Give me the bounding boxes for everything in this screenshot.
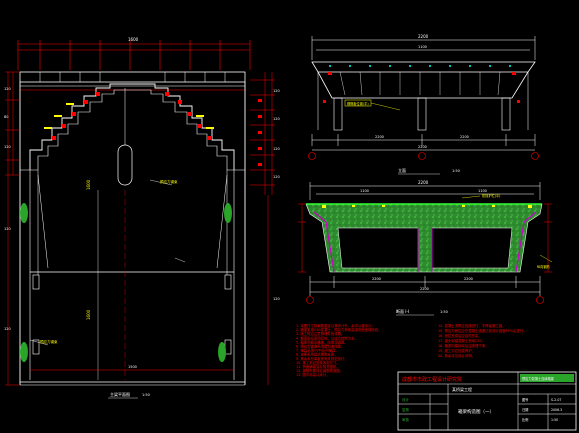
note-line: 1. 本图尺寸除钢筋直径以毫米计外，余均以厘米计。 (296, 323, 375, 328)
plan-bottom-dim: 1500 (128, 365, 137, 369)
plan-top-dim: 1600 (128, 37, 139, 42)
note-line: 2. 箱梁采用C50混凝土，预应力采用高强低松弛钢绞线。 (296, 327, 382, 332)
plan-left-dim-1: 120 (4, 87, 11, 91)
sect-bottom-dim-1: 2200 (372, 277, 381, 281)
plan-mid-dim-1: 1600 (86, 179, 91, 190)
note-line: 18. 箱梁内模拆除后应清理干净。 (438, 343, 489, 348)
sect-sub-dim-2: 1100 (478, 189, 487, 193)
sect-bottom-dim-2: 2200 (464, 277, 473, 281)
note-line: 17. 锚头封锚混凝土采用C50。 (438, 338, 485, 343)
note-line: 19. 施工中应加强养护。 (438, 348, 475, 353)
tb-right-label-3: 比例 (522, 417, 528, 422)
elev-top-dim: 2200 (418, 34, 429, 39)
plan-right-dim-4: 120 (273, 175, 280, 179)
note-line: 13. 图中标高以米计。 (296, 372, 330, 377)
sect-total-dim: 2200 (420, 287, 429, 291)
sect-left-callout: 纵向钢筋 (537, 264, 550, 269)
note-line: 11. 桥面铺装另见相关图纸。 (296, 364, 340, 369)
elevation-view: 2200 1100 横隔板位置(平) (308, 34, 539, 175)
plan-callout-2: 预应力钢束 (40, 339, 58, 344)
note-line: 8. 支座采用盆式橡胶支座。 (296, 352, 338, 357)
elev-sub-dim: 1100 (418, 45, 427, 49)
note-line: 14. 混凝土浇筑应连续进行，不得留施工缝。 (438, 323, 506, 328)
note-line: 5. 箱梁顶板设横坡，由墩顶调整。 (296, 339, 348, 344)
note-line: 15. 预应力张拉应在混凝土强度达到设计强度85%后进行。 (438, 328, 527, 333)
tb-right-val-2: 2006.3 (551, 408, 562, 412)
tb-company: 成都市市政工程设计研究院 (402, 376, 462, 383)
tb-right-label-2: 日期 (522, 407, 528, 412)
tb-row-check: 复核 (402, 407, 410, 412)
plan-callout-1: 预应力钢束 (160, 179, 178, 184)
tb-row-review: 审核 (402, 417, 410, 422)
plan-caption: 主梁平面图 (110, 391, 130, 397)
title-block: 成都市市政工程设计研究院 某桥梁工程 箱梁构造图（一） 预应力混凝土连续箱梁 设… (397, 371, 577, 431)
note-line: 3. 施工时应注意预埋件的设置。 (296, 331, 344, 336)
sect-top-dim: 2200 (418, 180, 429, 185)
tb-right-val-3: 1:50 (551, 418, 558, 422)
sect-callout: 防撞护栏(平) (482, 193, 500, 198)
tb-drawing-title: 箱梁构造图（一） (458, 408, 494, 415)
elev-scale: 1:50 (452, 169, 460, 173)
plan-right-dim-5: 120 (273, 297, 280, 301)
sect-caption: 断面 I-I (396, 308, 409, 314)
sect-sub-dim-1: 1100 (360, 189, 369, 193)
plan-left-dim-3: 120 (4, 145, 11, 149)
plan-right-dim-1: 120 (273, 89, 280, 93)
elev-caption: 立面 (398, 167, 406, 173)
elev-bottom-dim-1: 2200 (375, 135, 384, 139)
plan-right-dim-3: 120 (273, 147, 280, 151)
sect-scale: 1:50 (440, 310, 448, 314)
plan-left-dim-4: 120 (4, 227, 11, 231)
tb-row-design: 设计 (402, 397, 410, 402)
design-notes: 1. 本图尺寸除钢筋直径以毫米计外，余均以厘米计。2. 箱梁采用C50混凝土，预… (296, 323, 382, 377)
elev-bottom-dim-2: 2200 (460, 135, 469, 139)
note-line: 12. 钢筋布置详见钢筋构造图。 (296, 368, 343, 373)
tb-header-right: 预应力混凝土连续箱梁 (522, 376, 555, 381)
note-line: 20. 其余详见设计说明。 (438, 353, 475, 358)
plan-view: 1600 (4, 37, 280, 399)
note-line: 10. 施工前应复核各部尺寸。 (296, 360, 340, 365)
plan-mid-dim-2: 1600 (86, 309, 91, 320)
design-notes-right: 14. 混凝土浇筑应连续进行，不得留施工缝。15. 预应力张拉应在混凝土强度达到… (438, 323, 527, 358)
plan-left-dim-2: 80 (4, 115, 8, 119)
plan-right-dim-2: 120 (273, 117, 280, 121)
plan-scale: 1:50 (142, 393, 150, 397)
note-line: 9. 其余未尽事宜按有关规范执行。 (296, 356, 348, 361)
tb-right-val-1: S-2-07 (551, 398, 561, 402)
elev-callout: 横隔板位置(平) (347, 101, 369, 106)
note-line: 4. 钢束张拉采用双控，以应力控制为主。 (296, 335, 358, 340)
note-line: 7. 锚具采用OVM系列锚具。 (296, 348, 339, 353)
tb-right-label-1: 图号 (522, 397, 528, 402)
elev-total-dim: 2200 (418, 145, 427, 149)
section-view: 2200 1100 1100 防撞护栏(平) 纵向钢筋 (298, 180, 553, 316)
note-line: 16. 张拉完成后应及时压浆。 (438, 333, 482, 338)
plan-left-dim-5: 120 (4, 327, 11, 331)
tb-project: 某桥梁工程 (452, 386, 472, 392)
note-line: 6. 预应力管道采用塑料波纹管。 (296, 344, 344, 349)
